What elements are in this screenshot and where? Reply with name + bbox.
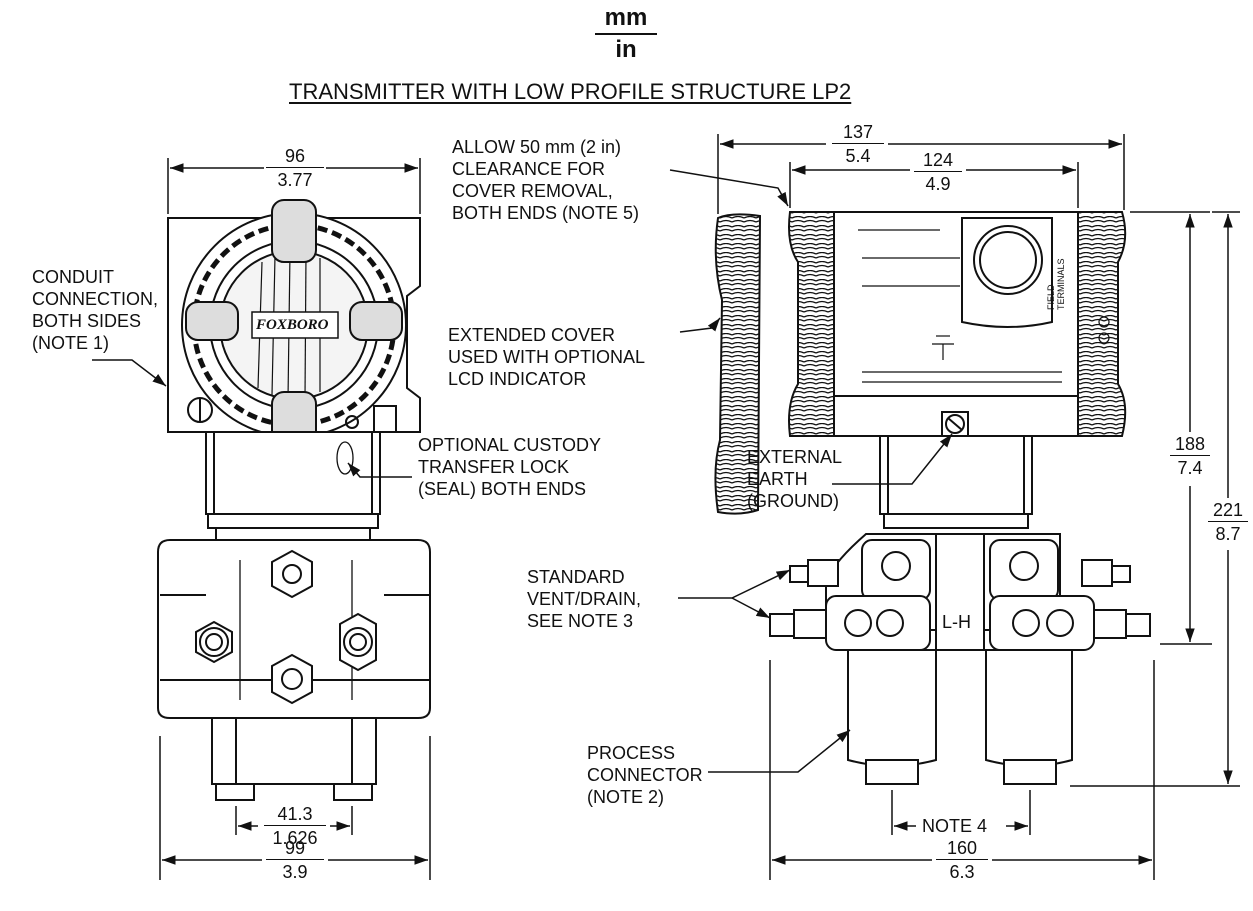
field-terminals-label: FIELD TERMINALS bbox=[1046, 258, 1066, 310]
front-view bbox=[157, 199, 431, 801]
note4-label: NOTE 4 bbox=[922, 816, 988, 836]
dim-side-height-221: 221 8.7 bbox=[1208, 500, 1248, 544]
foxboro-logo: FOXBORO bbox=[256, 317, 329, 333]
callout-clearance: ALLOW 50 mm (2 in) CLEARANCE FOR COVER R… bbox=[452, 137, 640, 223]
extended-cover bbox=[714, 213, 762, 515]
callout-vent-drain: STANDARD VENT/DRAIN, SEE NOTE 3 bbox=[527, 567, 642, 631]
callout-conduit: CONDUIT CONNECTION, BOTH SIDES (NOTE 1) bbox=[32, 267, 158, 353]
dim-side-height-188: 188 7.4 bbox=[1170, 434, 1210, 478]
dim-front-body-width: 99 3.9 bbox=[266, 838, 324, 882]
front-dimensions bbox=[92, 158, 431, 880]
foxboro-plate bbox=[251, 311, 339, 339]
dim-front-port-spacing: 41.3 1.626 bbox=[264, 804, 326, 848]
front-sensor-body bbox=[157, 539, 431, 719]
dim-side-bottom-width: 160 6.3 bbox=[936, 838, 988, 882]
dim-front-width: 96 3.77 bbox=[266, 146, 324, 190]
callout-earth: EXTERNAL EARTH (GROUND) bbox=[747, 447, 843, 511]
dim-side-overall-width: 137 5.4 bbox=[832, 122, 884, 166]
callout-process-connector: PROCESS CONNECTOR (NOTE 2) bbox=[587, 743, 703, 807]
callout-extended-cover: EXTENDED COVER USED WITH OPTIONAL LCD IN… bbox=[448, 325, 646, 389]
units-mm: mm bbox=[595, 4, 657, 35]
side-view bbox=[714, 211, 1151, 785]
dim-side-housing-width: 124 4.9 bbox=[914, 150, 962, 194]
side-dimensions bbox=[669, 134, 1240, 880]
lh-marking: L-H bbox=[942, 612, 972, 632]
drawing-title: TRANSMITTER WITH LOW PROFILE STRUCTURE L… bbox=[289, 79, 852, 104]
units-legend: mm in bbox=[595, 4, 657, 64]
units-in: in bbox=[615, 36, 637, 63]
callout-custody-lock: OPTIONAL CUSTODY TRANSFER LOCK (SEAL) BO… bbox=[418, 435, 602, 499]
